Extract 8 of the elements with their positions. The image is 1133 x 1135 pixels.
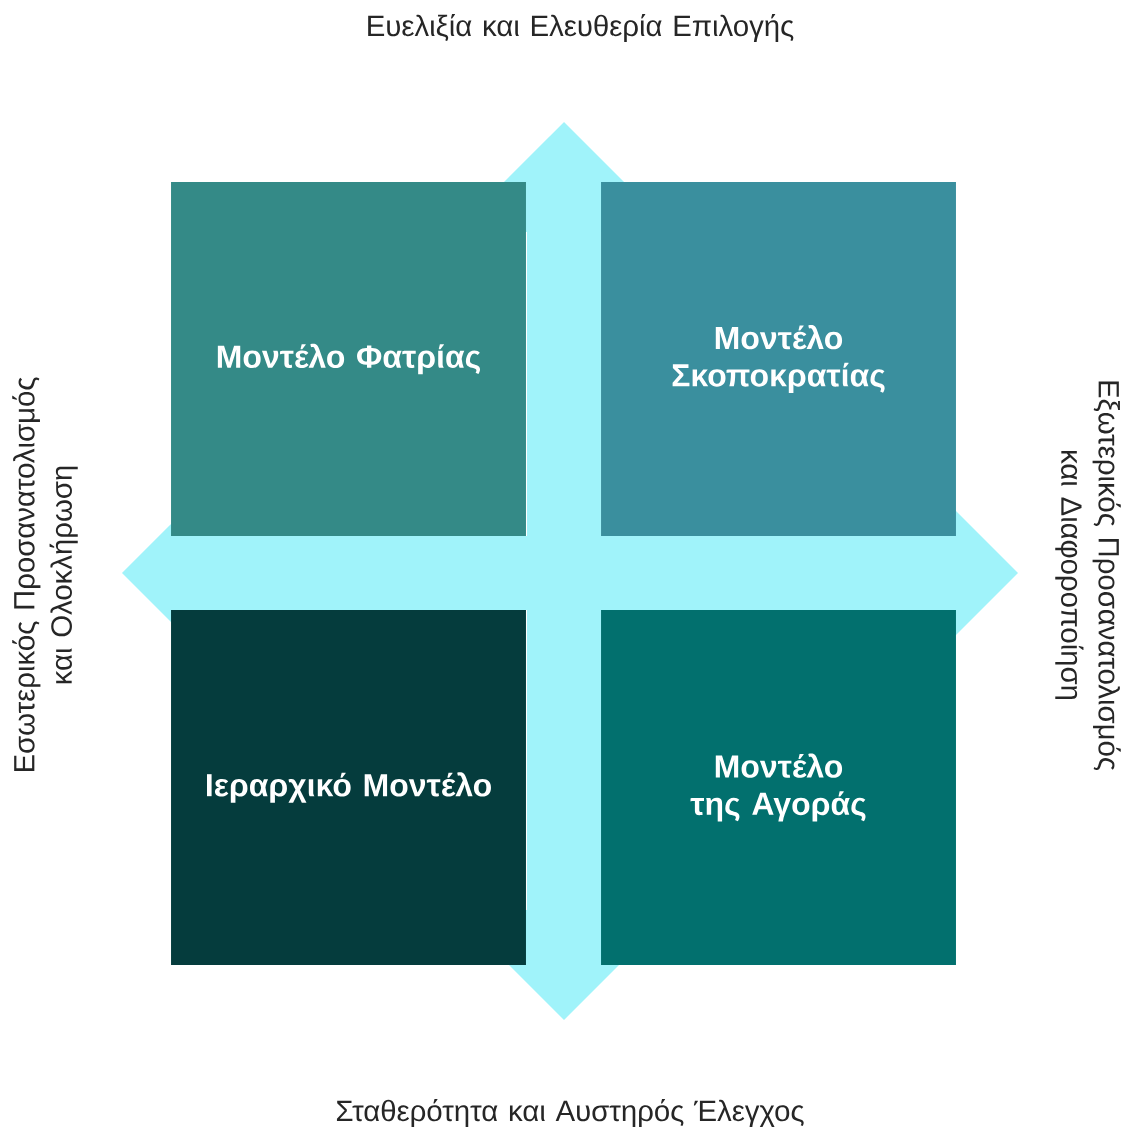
quadrant-box: Μοντέλο Φατρίας bbox=[171, 182, 526, 536]
axis-label: Εξωτερικός Προσανατολισμός και Διαφοροποίηση bbox=[1055, 381, 1121, 771]
quadrant-box: Ιεραρχικό Μοντέλο bbox=[171, 610, 526, 965]
quadrant-box: Μοντέλο της Αγοράς bbox=[601, 610, 956, 965]
axis-label: Σταθερότητα και Αυστηρός Έλεγχος bbox=[336, 1098, 804, 1128]
quadrant-box: Μοντέλο Σκοποκρατίας bbox=[601, 182, 956, 536]
axis-label: Εσωτερικός Προσανατολισμός και Ολοκλήρωση bbox=[12, 377, 78, 772]
axis-label: Ευελιξία και Ελευθερία Επιλογής bbox=[368, 13, 794, 43]
